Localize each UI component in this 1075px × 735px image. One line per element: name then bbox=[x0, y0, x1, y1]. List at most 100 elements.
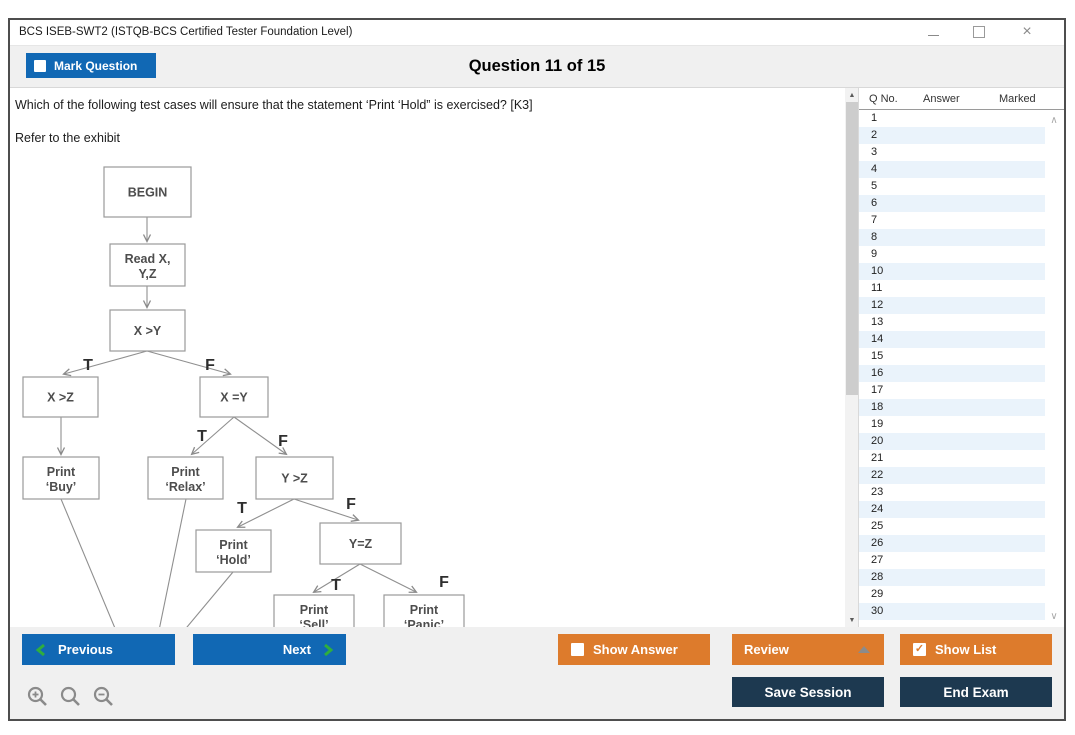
content-scrollbar-thumb[interactable] bbox=[846, 102, 858, 395]
flowchart-edge bbox=[62, 350, 148, 377]
column-answer: Answer bbox=[923, 93, 960, 105]
question-list-row[interactable]: 6 bbox=[859, 195, 1045, 212]
flowchart-edge bbox=[293, 498, 360, 522]
close-button[interactable]: × bbox=[1014, 20, 1040, 44]
maximize-button[interactable] bbox=[966, 20, 992, 44]
save-session-label: Save Session bbox=[764, 684, 852, 700]
question-list-row[interactable]: 20 bbox=[859, 433, 1045, 450]
flowchart-node-label: ‘Panic’ bbox=[404, 618, 444, 627]
question-counter: Question 11 of 15 bbox=[468, 57, 606, 75]
zoom-in-icon[interactable] bbox=[26, 685, 50, 709]
flowchart-node-label: ‘Sell’ bbox=[299, 618, 328, 627]
show-answer-button[interactable]: Show Answer bbox=[558, 634, 710, 665]
mark-question-checkbox[interactable] bbox=[34, 59, 46, 72]
minimize-icon bbox=[927, 34, 939, 36]
show-list-button[interactable]: ✓ Show List bbox=[900, 634, 1052, 665]
minimize-button[interactable] bbox=[920, 20, 946, 44]
maximize-icon bbox=[973, 26, 985, 38]
question-list-row[interactable]: 29 bbox=[871, 588, 884, 600]
question-list-row[interactable]: 14 bbox=[859, 331, 1045, 348]
flowchart-node-label: Y=Z bbox=[349, 537, 373, 551]
list-scroll-up-icon[interactable]: ∧ bbox=[1050, 114, 1058, 126]
chevron-right-icon bbox=[324, 643, 333, 656]
flowchart-node-label: BEGIN bbox=[128, 186, 168, 200]
flowchart-node-print-sell bbox=[273, 594, 355, 627]
scroll-down-icon[interactable]: ▼ bbox=[848, 616, 856, 624]
header-bar: Mark Question Question 11 of 15 bbox=[10, 45, 1064, 88]
next-button[interactable]: Next bbox=[193, 634, 346, 665]
question-list-row[interactable]: 24 bbox=[859, 501, 1045, 518]
question-content-area: Which of the following test cases will e… bbox=[10, 88, 1064, 627]
flowchart-node-label: Print bbox=[410, 603, 439, 617]
question-list-row[interactable]: 26 bbox=[859, 535, 1045, 552]
question-list-row[interactable]: 11 bbox=[871, 282, 883, 294]
question-list-row[interactable]: 27 bbox=[871, 554, 884, 566]
window-title: BCS ISEB-SWT2 (ISTQB-BCS Certified Teste… bbox=[19, 26, 353, 38]
end-exam-button[interactable]: End Exam bbox=[900, 677, 1052, 707]
save-session-button[interactable]: Save Session bbox=[732, 677, 884, 707]
flowchart-edge-label: T bbox=[237, 500, 247, 517]
close-icon: × bbox=[1022, 23, 1032, 40]
show-answer-checkbox[interactable] bbox=[571, 643, 584, 656]
flowchart-edge-label: F bbox=[346, 496, 356, 513]
question-list-row[interactable]: 3 bbox=[871, 146, 878, 158]
question-list-row[interactable]: 21 bbox=[871, 452, 884, 464]
question-list-row[interactable]: 12 bbox=[859, 297, 1045, 314]
question-list-row[interactable]: 9 bbox=[871, 248, 878, 260]
flowchart-node-label: Y,Z bbox=[138, 267, 156, 281]
review-label: Review bbox=[744, 642, 789, 657]
question-list-row[interactable]: 17 bbox=[871, 384, 884, 396]
question-list-row[interactable]: 1 bbox=[871, 112, 878, 124]
dropdown-up-icon bbox=[858, 646, 870, 653]
flowchart-node-label: X >Z bbox=[47, 391, 74, 405]
flowchart-node-y-gt-z bbox=[255, 456, 334, 500]
question-list-row[interactable]: 28 bbox=[859, 569, 1045, 586]
flowchart-edge-label: T bbox=[83, 357, 93, 374]
question-list-row[interactable]: 2 bbox=[859, 127, 1045, 144]
question-list-row[interactable]: 22 bbox=[859, 467, 1045, 484]
question-list-row[interactable]: 13 bbox=[871, 316, 884, 328]
flowchart-node-print-buy bbox=[22, 456, 100, 500]
review-dropdown-button[interactable]: Review bbox=[732, 634, 884, 665]
question-list-row[interactable]: 4 bbox=[859, 161, 1045, 178]
flowchart-edge bbox=[186, 571, 234, 627]
question-list-row[interactable]: 16 bbox=[859, 365, 1045, 382]
flowchart-node-print-hold bbox=[195, 529, 272, 573]
check-icon: ✓ bbox=[914, 643, 925, 655]
question-list-row[interactable]: 15 bbox=[871, 350, 884, 362]
previous-button[interactable]: Previous bbox=[22, 634, 175, 665]
question-list-row[interactable]: 8 bbox=[859, 229, 1045, 246]
flowchart-node-label: ‘Hold’ bbox=[216, 553, 251, 567]
question-list-row[interactable]: 19 bbox=[871, 418, 884, 430]
flowchart-edge bbox=[359, 563, 418, 593]
question-list-header: Q No. Answer Marked bbox=[859, 88, 1064, 110]
question-list-row[interactable]: 30 bbox=[859, 603, 1045, 620]
next-label: Next bbox=[282, 642, 311, 657]
scroll-up-icon[interactable]: ▲ bbox=[848, 91, 856, 99]
flowchart-node-read-xyz bbox=[109, 243, 186, 287]
zoom-out-icon[interactable] bbox=[92, 685, 116, 709]
flowchart-node-label: ‘Relax’ bbox=[165, 480, 205, 494]
mark-question-button[interactable]: Mark Question bbox=[26, 53, 156, 78]
question-list-row[interactable]: 5 bbox=[871, 180, 878, 192]
mark-question-label: Mark Question bbox=[54, 58, 138, 73]
question-text: Which of the following test cases will e… bbox=[15, 98, 533, 112]
zoom-reset-icon[interactable] bbox=[59, 685, 83, 709]
question-list-row[interactable]: 10 bbox=[859, 263, 1045, 280]
question-list-row[interactable]: 25 bbox=[871, 520, 884, 532]
flowchart-edge bbox=[236, 498, 295, 528]
zoom-controls bbox=[26, 685, 116, 709]
flowchart-edge-label: F bbox=[205, 357, 215, 374]
question-list-row[interactable]: 18 bbox=[859, 399, 1045, 416]
list-scroll-down-icon[interactable]: ∨ bbox=[1050, 610, 1058, 622]
content-scrollbar[interactable]: ▲ ▼ bbox=[845, 88, 859, 627]
chevron-left-icon bbox=[36, 643, 45, 656]
flowchart-edge bbox=[190, 416, 235, 456]
show-list-checkbox[interactable]: ✓ bbox=[913, 643, 926, 656]
footer-toolbar: Previous Next Show Answer Review ✓ Show … bbox=[10, 627, 1064, 719]
question-list-row[interactable]: 23 bbox=[871, 486, 884, 498]
flowchart-node-print-panic bbox=[383, 594, 465, 627]
question-list-row[interactable]: 7 bbox=[871, 214, 878, 226]
flowchart-node-label: Print bbox=[171, 465, 200, 479]
